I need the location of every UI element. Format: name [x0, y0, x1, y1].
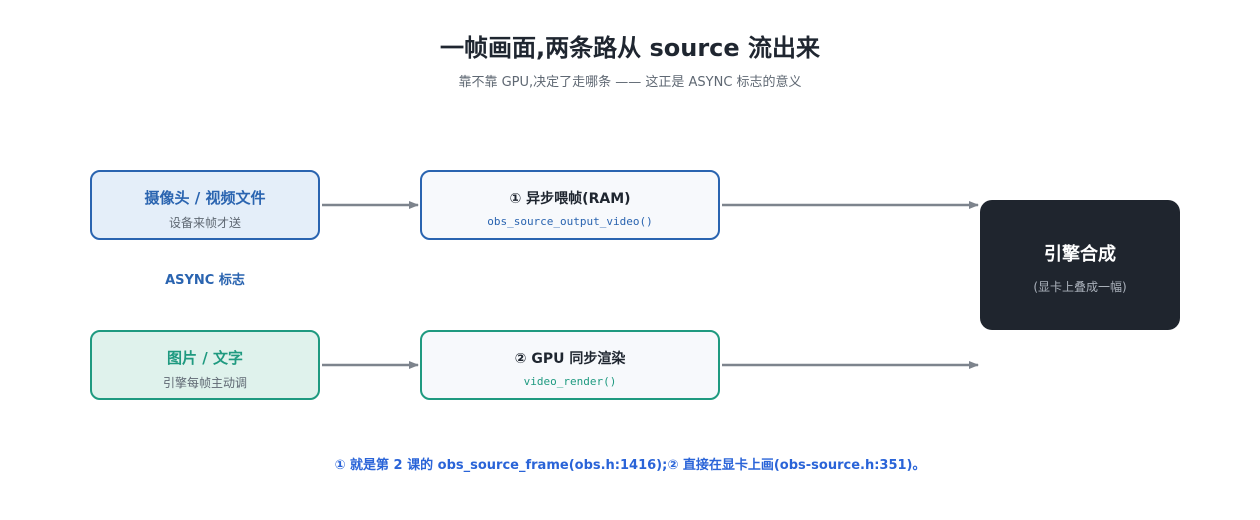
image-text-source-box: 图片 / 文字 引擎每帧主动调 [90, 330, 320, 400]
engine-label: 引擎合成 [1044, 244, 1116, 265]
async-feed-function: obs_source_output_video() [487, 215, 653, 228]
footnote: ① 就是第 2 课的 obs_source_frame(obs.h:1416);… [334, 458, 926, 473]
gpu-render-label: ② GPU 同步渲染 [514, 351, 626, 367]
async-flag-label: ASYNC 标志 [165, 273, 245, 288]
camera-source-caption: 设备来帧才送 [168, 216, 241, 230]
engine-compositor-box: 引擎合成 (显卡上叠成一幅) [980, 200, 1180, 330]
image-source-caption: 引擎每帧主动调 [162, 376, 247, 390]
camera-source-label: 摄像头 / 视频文件 [144, 189, 266, 207]
camera-video-source-box: 摄像头 / 视频文件 设备来帧才送 [90, 170, 320, 240]
image-source-label: 图片 / 文字 [167, 349, 243, 367]
engine-caption: (显卡上叠成一幅) [1033, 280, 1127, 294]
gpu-render-path-box: ② GPU 同步渲染 video_render() [420, 330, 720, 400]
gpu-render-function: video_render() [523, 375, 617, 388]
async-feed-label: ① 异步喂帧(RAM) [509, 191, 631, 207]
async-feed-path-box: ① 异步喂帧(RAM) obs_source_output_video() [420, 170, 720, 240]
diagram-subtitle: 靠不靠 GPU,决定了走哪条 —— 这正是 ASYNC 标志的意义 [458, 75, 802, 90]
diagram-title: 一帧画面,两条路从 source 流出来 [439, 34, 821, 62]
